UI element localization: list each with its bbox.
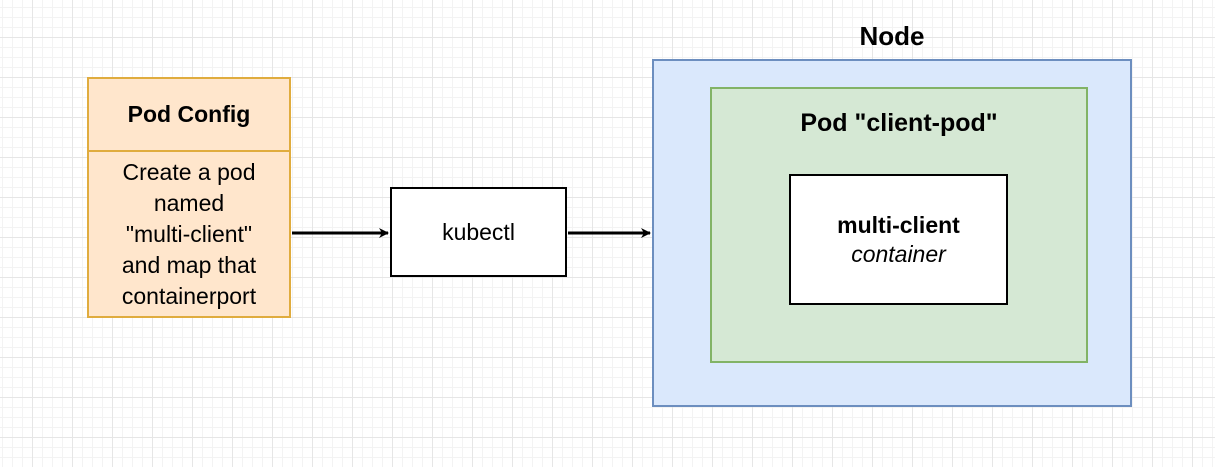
container-name: multi-client <box>837 211 960 238</box>
node-title: Node <box>859 20 925 51</box>
kubectl-box[interactable]: kubectl <box>390 187 567 277</box>
container-type-label: container <box>851 240 946 267</box>
container-box[interactable]: multi-client container <box>789 174 1008 305</box>
pod-config-title: Pod Config <box>89 79 289 152</box>
pod-config-description: Create a pod named "multi-client" and ma… <box>121 158 257 309</box>
pod-config-card[interactable]: Pod Config Create a pod named "multi-cli… <box>87 77 291 318</box>
pod-title: Pod "client-pod" <box>800 108 998 137</box>
